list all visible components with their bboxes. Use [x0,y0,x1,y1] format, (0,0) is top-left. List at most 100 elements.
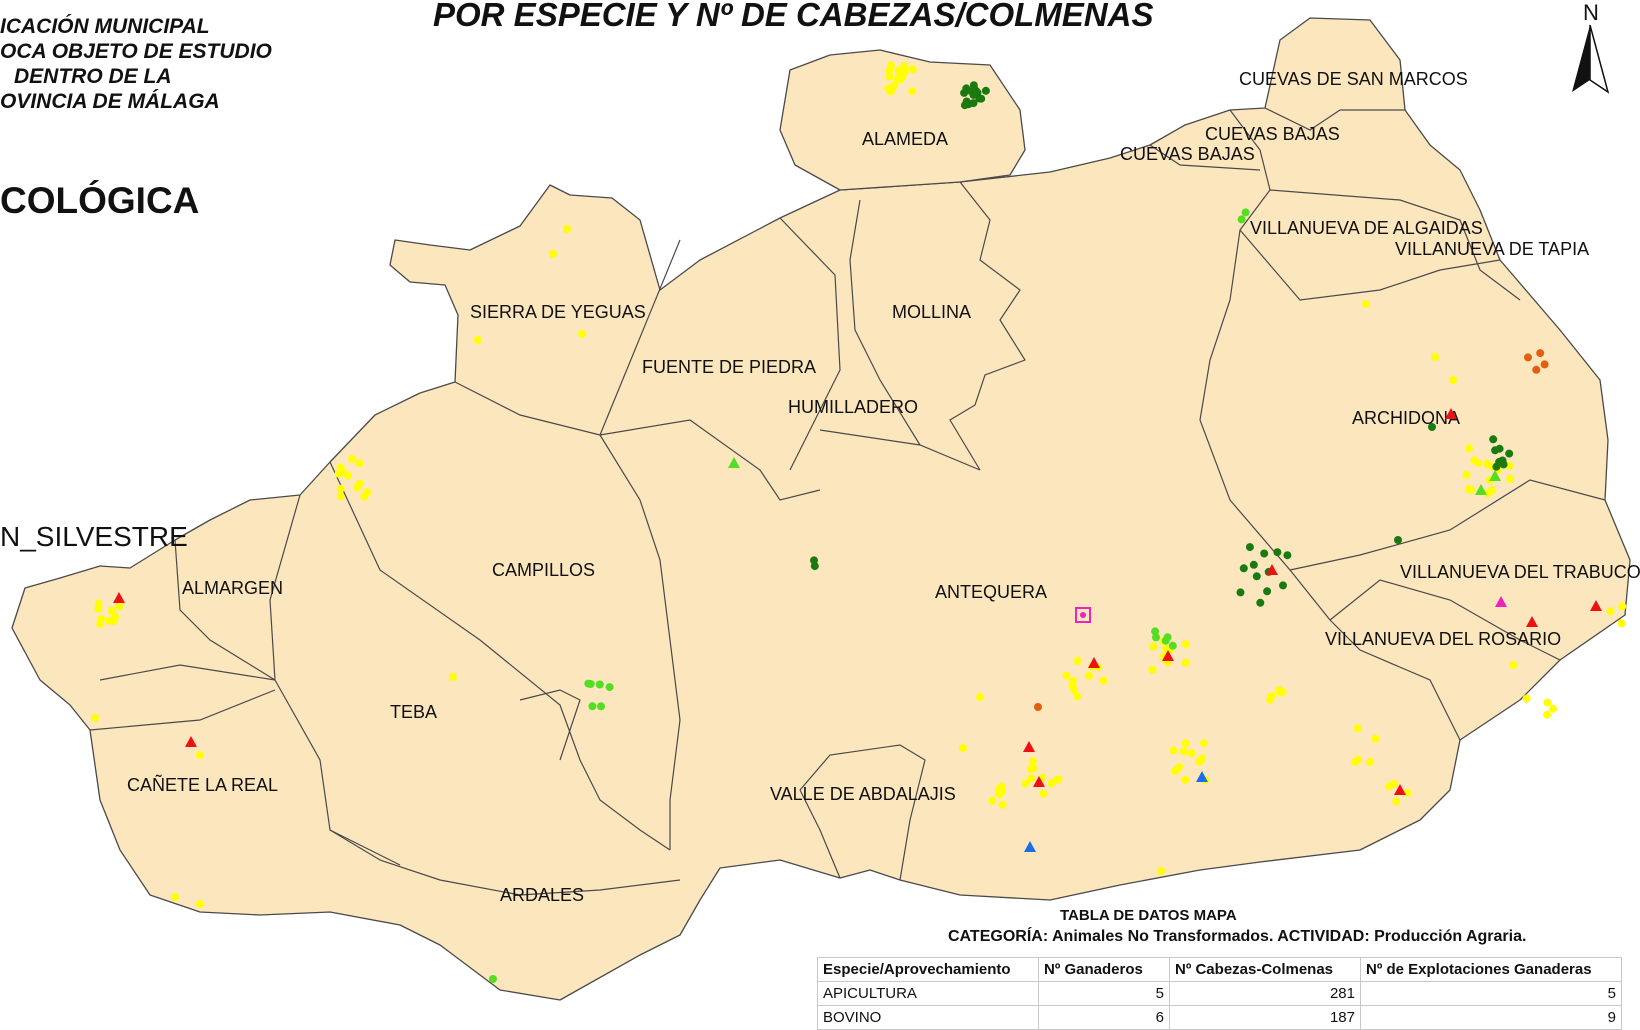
livestock-point [959,744,967,752]
livestock-point [960,88,969,97]
livestock-triangle [1526,616,1538,627]
livestock-point [1239,564,1248,573]
livestock-point [1148,665,1157,674]
label-antequera: ANTEQUERA [935,582,1047,602]
target-marker [1075,607,1091,623]
livestock-point [975,94,984,103]
label-valle-de-abdalajis: VALLE DE ABDALAJIS [770,784,956,804]
livestock-point [605,683,614,692]
livestock-point [97,615,105,623]
table-header: Nº de Explotaciones Ganaderas [1360,957,1622,982]
livestock-point [1449,376,1457,384]
livestock-point [894,66,903,75]
livestock-point [969,99,978,108]
table-row: APICULTURA 5 281 5 [817,981,1622,1006]
livestock-triangle [1162,650,1174,661]
label-cuevas-bajas-b: CUEVAS BAJAS [1120,144,1255,164]
livestock-point [1353,724,1362,733]
label-villanueva-de-tapia: VILLANUEVA DE TAPIA [1395,239,1589,259]
livestock-point [196,751,204,759]
livestock-point [1249,560,1258,569]
livestock-point [355,459,364,468]
location-title-line: DENTRO DE LA [14,65,172,88]
livestock-triangle [1196,771,1208,782]
livestock-triangle [113,592,125,603]
land-region [11,17,1631,1001]
table-header-row: Especie/Aprovechamiento Nº Ganaderos Nº … [817,957,1622,982]
livestock-point [969,90,978,99]
livestock-point [1506,474,1515,483]
livestock-point [1179,747,1188,756]
livestock-point [1187,749,1196,758]
livestock-point [1039,789,1048,798]
livestock-point [549,250,557,258]
livestock-point [1279,581,1287,590]
livestock-point [1152,633,1160,642]
location-title-line: ICACIÓN MUNICIPAL [0,15,210,38]
table-cell: 6 [1038,1005,1170,1030]
livestock-point [1491,446,1500,455]
livestock-point [1168,641,1177,650]
table-subtitle: CATEGORÍA: Animales No Transformados. AC… [948,928,1527,945]
livestock-point [171,893,179,901]
livestock-point [886,61,895,70]
label-almargen: ALMARGEN [182,578,283,598]
label-cuevas-bajas-a: CUEVAS BAJAS [1205,124,1340,144]
livestock-point [1498,456,1507,465]
livestock-point [1540,360,1549,369]
label-mollina: MOLLINA [892,302,971,322]
livestock-triangle [185,736,197,747]
livestock-triangle [1033,776,1045,787]
livestock-triangle [1394,784,1406,795]
livestock-point [115,602,124,611]
livestock-point [976,693,984,701]
livestock-point [998,800,1007,809]
livestock-triangle [1023,741,1035,752]
livestock-point [336,484,345,493]
livestock-point [908,65,917,74]
livestock-point [1169,746,1178,755]
livestock-point [1241,208,1250,217]
livestock-point [1470,456,1479,465]
label-alameda: ALAMEDA [862,129,948,149]
livestock-point [353,483,362,492]
livestock-point [588,702,597,711]
livestock-triangle [1445,408,1457,419]
label-sierra-de-yeguas: SIERRA DE YEGUAS [470,302,646,322]
livestock-point [348,455,357,463]
livestock-triangle [1088,657,1100,668]
livestock-point [196,900,204,908]
livestock-point [1522,694,1531,703]
livestock-triangle [1266,564,1278,575]
map-title: POR ESPECIE Y Nº DE CABEZAS/COLMENAS [433,0,1154,33]
livestock-point [336,492,345,501]
livestock-triangle [1024,841,1036,852]
livestock-point [1028,757,1037,766]
livestock-point [1245,543,1254,552]
livestock-point [1181,739,1190,748]
table-header: Especie/Aprovechamiento [817,957,1039,982]
table-cell: 5 [1360,981,1622,1006]
livestock-point [1462,471,1471,479]
livestock-point [1543,710,1552,719]
livestock-point [810,562,819,571]
livestock-point [1256,598,1265,607]
livestock-point [1181,775,1190,784]
livestock-point [1182,640,1190,649]
livestock-triangle [728,457,740,468]
livestock-point [1029,764,1038,773]
north-arrow: N [1572,0,1610,94]
livestock-point [1237,215,1246,224]
livestock-markers [91,61,1627,983]
livestock-point [1618,602,1627,611]
livestock-point [1283,551,1292,560]
north-arrow-label: N [1583,0,1599,25]
livestock-triangle [1475,484,1487,495]
livestock-point [1263,587,1272,596]
label-canete-la-real: CAÑETE LA REAL [127,774,278,795]
livestock-point [969,81,978,90]
table-cell: BOVINO [817,1005,1039,1030]
livestock-point [1617,619,1626,628]
livestock-point [1371,734,1380,743]
